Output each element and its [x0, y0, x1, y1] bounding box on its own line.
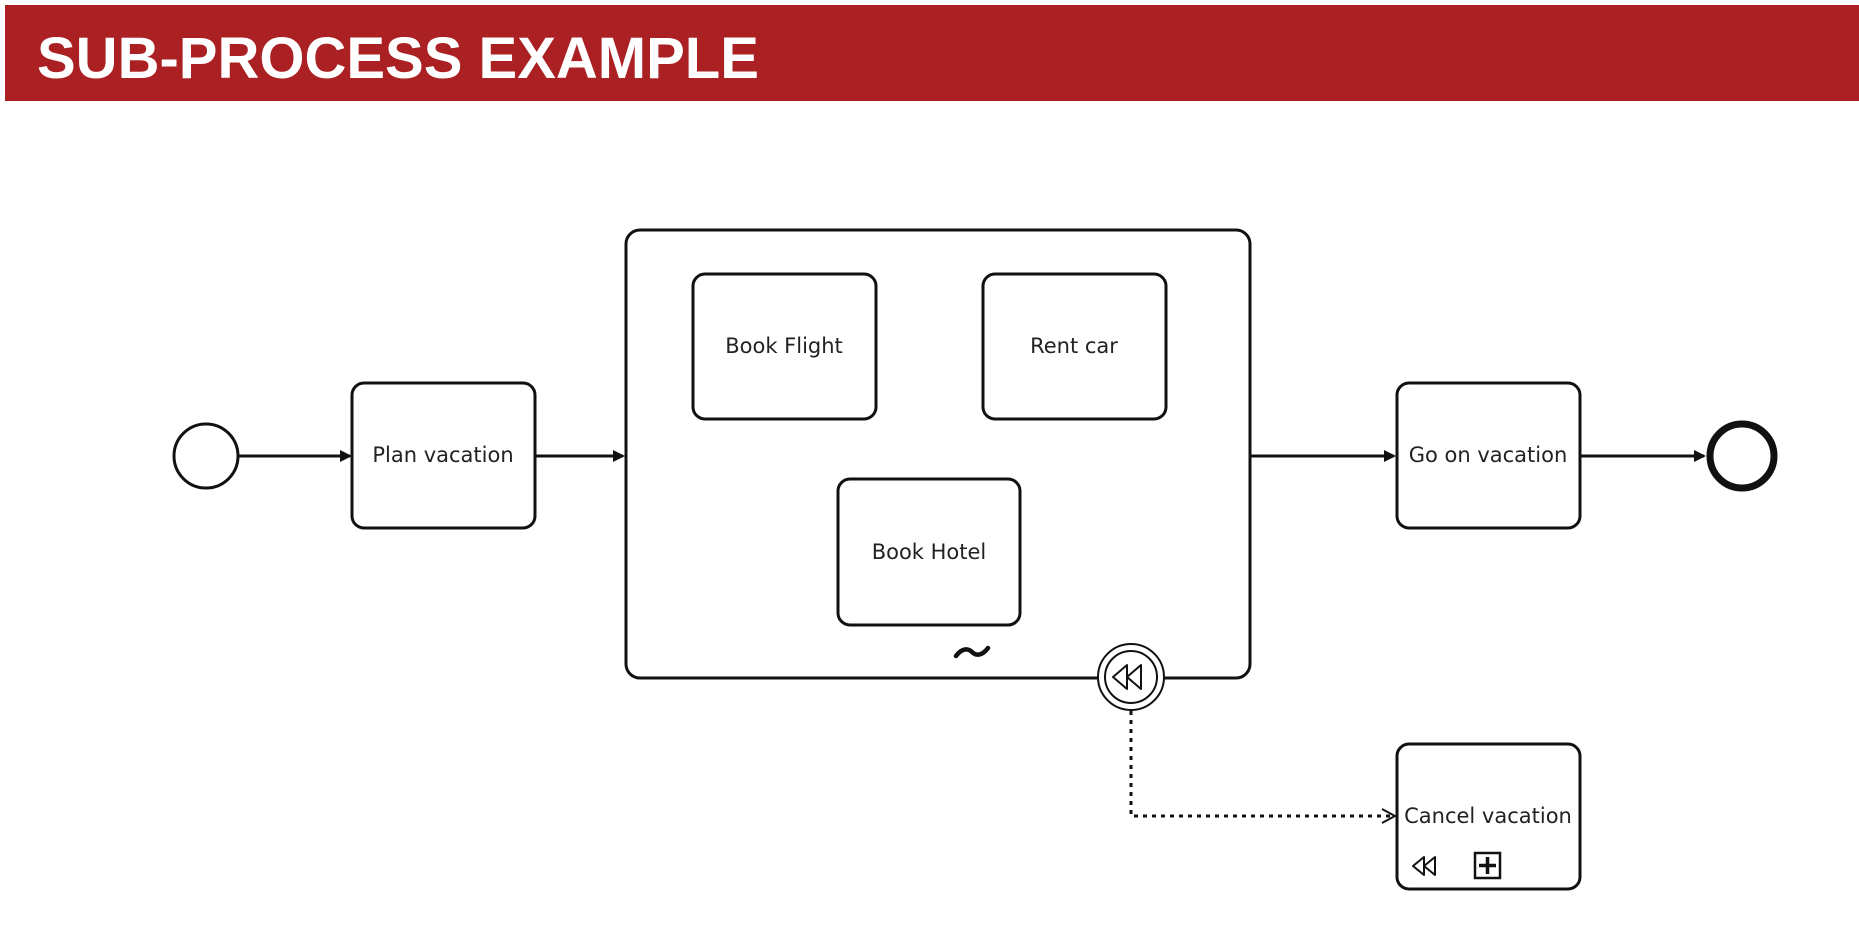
task-label: Cancel vacation: [1404, 804, 1572, 828]
task-cancel-vacation[interactable]: Cancel vacation: [1395, 742, 1582, 891]
compensation-marker-icon: [1412, 856, 1436, 876]
task-label: Go on vacation: [1409, 443, 1568, 467]
task-label: Plan vacation: [372, 443, 513, 467]
task-label: Rent car: [1030, 334, 1118, 358]
task-book-hotel[interactable]: Book Hotel: [836, 477, 1022, 627]
page-title: SUB-PROCESS EXAMPLE: [37, 26, 759, 91]
compensation-association: [1129, 711, 1395, 816]
task-book-flight[interactable]: Book Flight: [691, 272, 878, 421]
task-label: Book Hotel: [872, 540, 987, 564]
boundary-compensation-event-icon[interactable]: [1097, 643, 1165, 711]
task-go-on-vacation[interactable]: Go on vacation: [1395, 381, 1582, 530]
task-plan-vacation[interactable]: Plan vacation: [350, 381, 537, 530]
task-label: Book Flight: [725, 334, 843, 358]
task-rent-car[interactable]: Rent car: [981, 272, 1168, 421]
start-event-icon[interactable]: [172, 422, 240, 490]
adhoc-marker-icon: [953, 645, 991, 659]
end-event-icon[interactable]: [1706, 420, 1778, 492]
subprocess-plus-icon: [1473, 851, 1502, 880]
header-bar: SUB-PROCESS EXAMPLE: [5, 5, 1859, 101]
